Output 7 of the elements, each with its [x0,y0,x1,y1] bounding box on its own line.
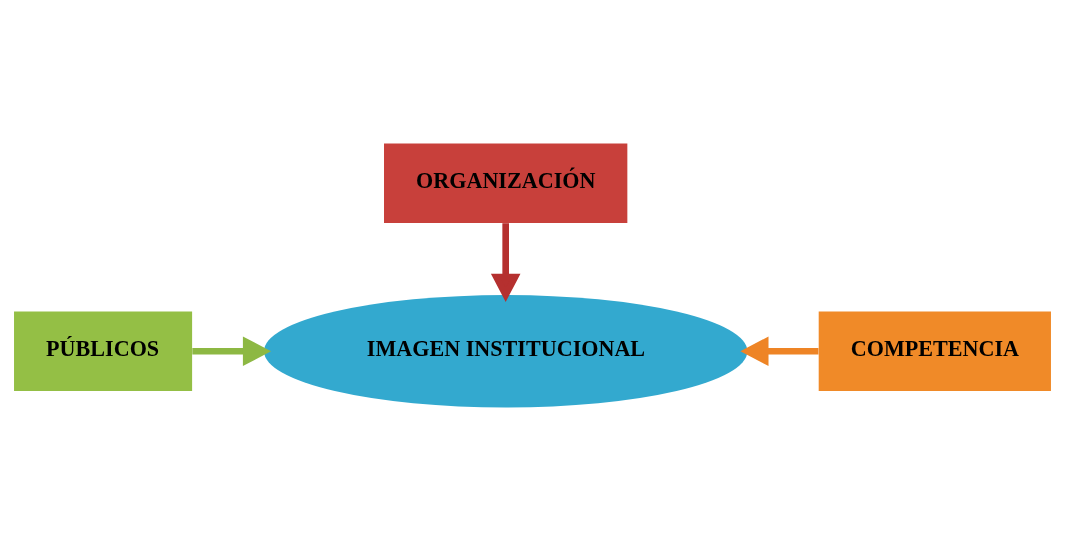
arrow [192,336,272,367]
node-box: PÚBLICOS [14,311,193,392]
arrow [490,223,521,303]
node-box: ORGANIZACIÓN [384,143,628,224]
node-box: COMPETENCIA [818,311,1051,392]
arrow [740,336,819,367]
node-ellipse: IMAGEN INSTITUCIONAL [264,295,748,408]
